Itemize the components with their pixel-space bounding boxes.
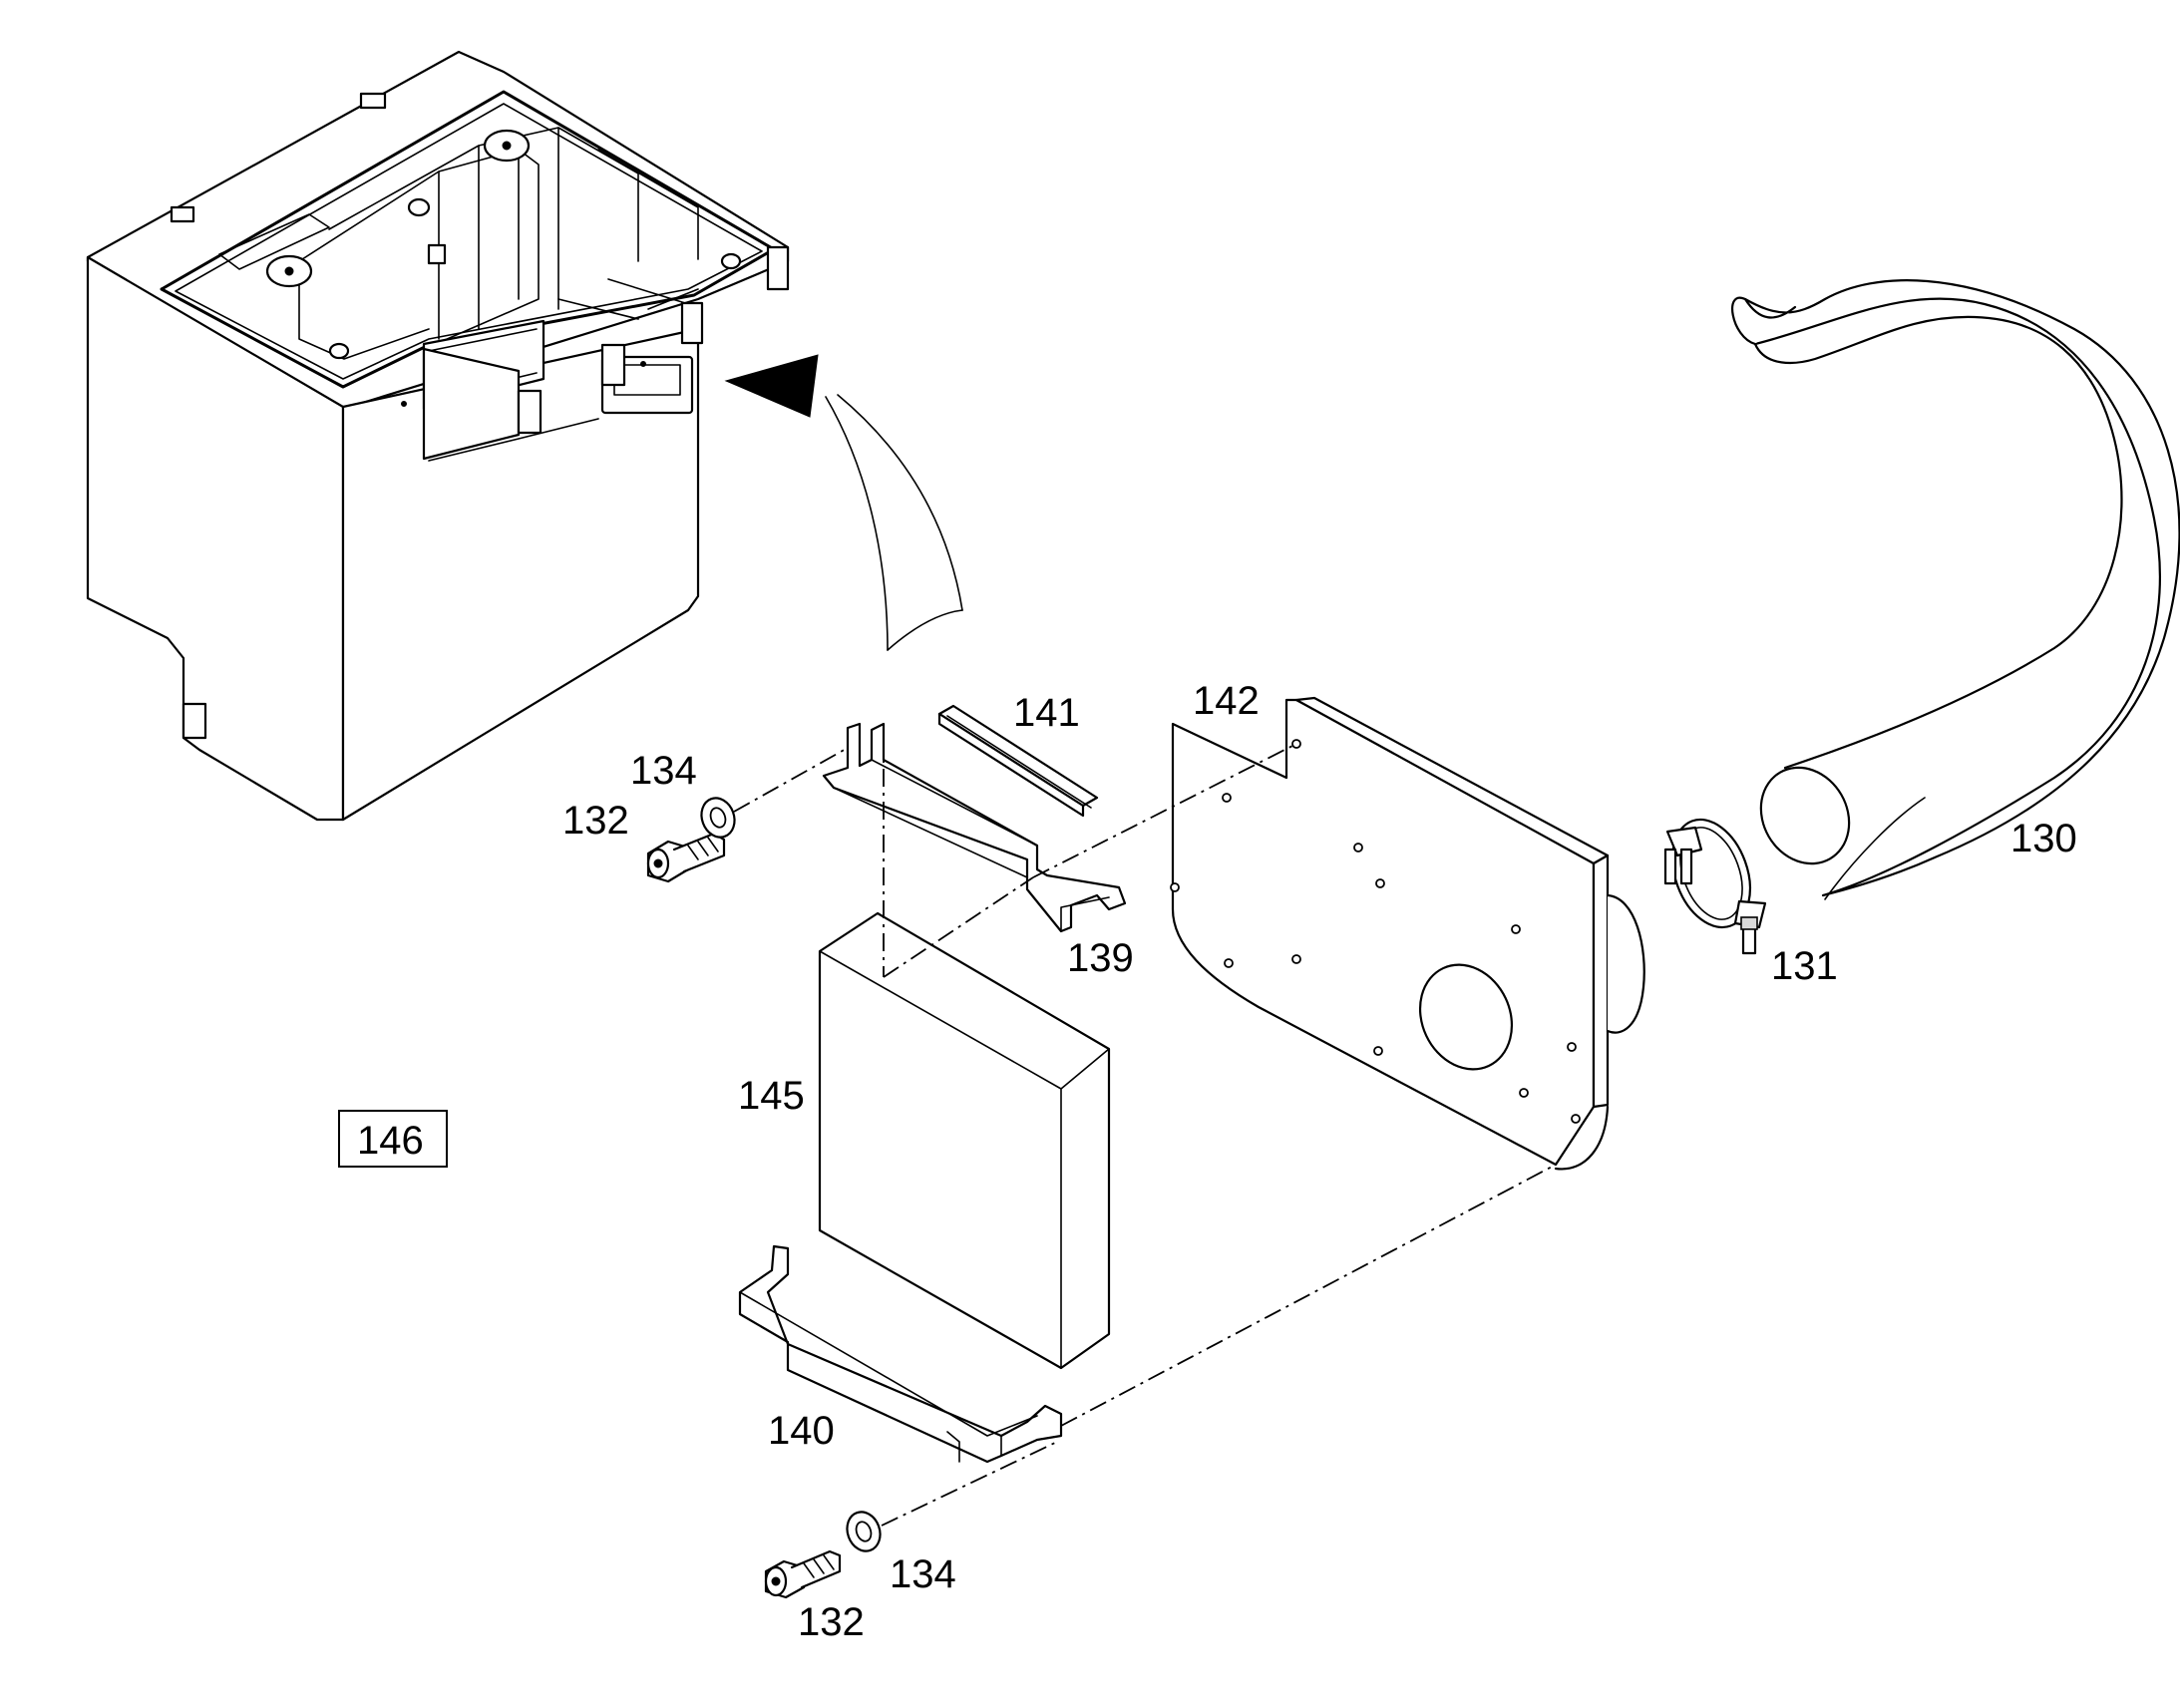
strip-part-141 (937, 704, 1099, 818)
callout-145: 145 (738, 1074, 805, 1118)
callout-146-box (338, 1110, 448, 1168)
callout-134-bottom: 134 (890, 1552, 956, 1596)
callout-131: 131 (1771, 944, 1838, 988)
plate-mounting-holes (1170, 739, 1581, 1124)
callout-132-top: 132 (562, 799, 629, 843)
screw-part-132-top (646, 832, 726, 883)
washer-part-134-top (700, 797, 736, 839)
callout-132-bottom: 132 (798, 1600, 865, 1644)
insertion-arrow (724, 354, 963, 651)
callout-labels: 130 131 132 134 139 141 142 145 140 134 … (338, 679, 2077, 1644)
clamp-part-131 (1663, 818, 1767, 955)
callout-139: 139 (1067, 936, 1134, 980)
mounting-plate-part-142 (1170, 696, 1645, 1171)
callout-141: 141 (1013, 691, 1080, 735)
washer-part-134-bottom (846, 1511, 882, 1552)
callout-146: 146 (357, 1119, 424, 1163)
bracket-part-139 (822, 722, 1127, 933)
assembly-centerlines (733, 736, 1557, 1527)
cabinet-housing (86, 50, 790, 822)
callout-140: 140 (768, 1409, 835, 1453)
screw-part-132-bottom (764, 1549, 842, 1599)
callout-130: 130 (2010, 817, 2077, 860)
filter-block-part-145 (818, 911, 1111, 1370)
callout-134-top: 134 (630, 749, 697, 793)
bracket-part-140 (738, 1244, 1063, 1464)
hose-part-130 (1731, 279, 2180, 900)
callout-142: 142 (1193, 679, 1260, 723)
